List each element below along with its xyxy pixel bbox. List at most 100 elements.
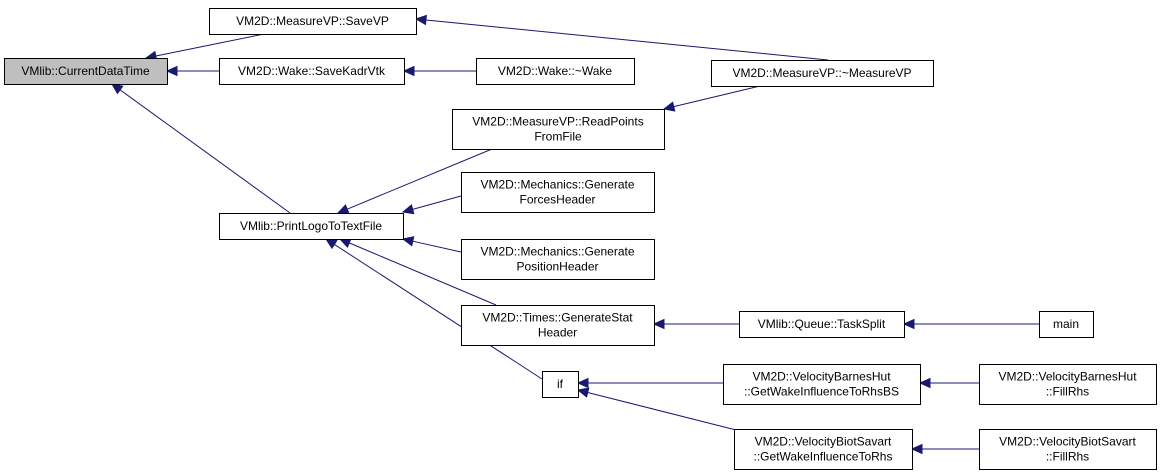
arrowhead-icon [918,377,931,389]
node-savekadr[interactable]: VM2D::Wake::SaveKadrVtk [219,58,405,85]
arrowhead-icon [111,83,124,95]
arrowhead-icon [910,443,923,455]
node-label: VM2D::VelocityBarnesHut [752,370,891,384]
node-bsfill[interactable]: VM2D::VelocityBiotSavart::FillRhs [979,429,1157,470]
node-label: VMlib::Queue::TaskSplit [758,317,886,331]
arrowhead-icon [576,377,589,389]
node-main[interactable]: main [1039,311,1094,338]
arrowhead-icon [324,238,338,250]
arrowhead-icon [401,204,415,215]
node-bswake[interactable]: VM2D::VelocityBiotSavart::GetWakeInfluen… [734,429,913,470]
edge-bhfill-to-bhwake [918,377,979,389]
edge-tasksplit-to-genstat [652,318,739,330]
node-label: VM2D::Mechanics::Generate [480,178,634,192]
arrowhead-icon [902,318,915,330]
node-label: VMlib::PrintLogoToTextFile [240,219,382,233]
node-box[interactable] [461,305,655,346]
node-label: ::FillRhs [1046,450,1089,464]
node-label: ::GetWakeInfluenceToRhs [754,450,893,464]
edge-mvpdtor-to-readpts [662,85,761,112]
node-label: VM2D::VelocityBiotSavart [999,435,1136,449]
edge-line [425,19,829,61]
node-box[interactable] [542,371,579,398]
node-box[interactable] [734,429,913,470]
arrowhead-icon [662,101,676,112]
edge-genforces-to-printlogo [401,195,462,215]
edge-line [155,33,265,57]
node-box[interactable] [219,213,404,240]
node-box[interactable] [979,429,1157,470]
node-box[interactable] [979,364,1157,405]
edge-bsfill-to-bswake [910,443,979,455]
node-box[interactable] [452,109,665,150]
node-box[interactable] [711,60,934,87]
node-box[interactable] [219,58,405,85]
edge-line [673,85,761,108]
edge-line [347,148,493,210]
node-box[interactable] [476,58,635,85]
node-label: VMlib::CurrentDataTime [21,64,150,78]
arrowhead-icon [576,387,590,398]
node-label: VM2D::VelocityBarnesHut [998,370,1137,384]
edge-line [587,391,741,432]
edge-bswake-to-if [576,387,741,432]
edge-line [334,244,543,380]
arrowhead-icon [401,236,415,247]
node-label: Header [538,326,577,340]
node-label: VM2D::Wake::~Wake [498,64,612,78]
node-box[interactable] [209,8,417,35]
node-label: ::GetWakeInfluenceToRhsBS [744,385,899,399]
edge-line [119,89,291,214]
node-tasksplit[interactable]: VMlib::Queue::TaskSplit [739,311,905,338]
edge-genpos-to-printlogo [401,236,462,253]
edge-line [349,242,497,306]
node-label: VM2D::Times::GenerateStat [482,311,633,325]
node-box[interactable] [461,172,655,213]
node-box[interactable] [4,58,168,85]
node-label: VM2D::MeasureVP::ReadPoints [472,115,643,129]
arrowhead-icon [165,65,178,77]
edge-savekadr-to-cdt [165,65,219,77]
node-cdt[interactable]: VMlib::CurrentDataTime [4,58,168,85]
node-bhwake[interactable]: VM2D::VelocityBarnesHut::GetWakeInfluenc… [723,364,921,405]
node-box[interactable] [723,364,921,405]
node-box[interactable] [739,311,905,338]
node-wakedtor[interactable]: VM2D::Wake::~Wake [476,58,635,85]
node-label: VM2D::MeasureVP::~MeasureVP [732,66,911,80]
node-label: PositionHeader [516,260,598,274]
edge-mvpdtor-to-savevp [414,14,829,61]
edge-line [412,240,462,253]
node-printlogo[interactable]: VMlib::PrintLogoToTextFile [219,213,404,240]
node-label: VM2D::VelocityBiotSavart [755,435,892,449]
arrowhead-icon [414,14,427,26]
node-mvpdtor[interactable]: VM2D::MeasureVP::~MeasureVP [711,60,934,87]
node-label: VM2D::MeasureVP::SaveVP [236,14,389,28]
node-box[interactable] [1039,311,1094,338]
node-savevp[interactable]: VM2D::MeasureVP::SaveVP [209,8,417,35]
edge-main-to-tasksplit [902,318,1039,330]
node-if[interactable]: if [542,371,579,398]
edge-bhwake-to-if [576,377,723,389]
node-bhfill[interactable]: VM2D::VelocityBarnesHut::FillRhs [979,364,1157,405]
arrowhead-icon [652,318,665,330]
nodes-layer: VMlib::CurrentDataTime VM2D::MeasureVP::S… [4,8,1157,470]
edge-printlogo-to-cdt [111,83,291,214]
edge-line [412,195,462,210]
edge-savevp-to-cdt [144,33,265,62]
edge-wakedtor-to-savekadr [402,65,476,77]
node-label: ForcesHeader [519,193,595,207]
edges-layer [111,14,1039,455]
arrowhead-icon [336,204,350,214]
node-label: if [557,377,564,391]
node-box[interactable] [461,239,655,280]
node-label: VM2D::Mechanics::Generate [480,245,634,259]
node-label: VM2D::Wake::SaveKadrVtk [238,64,386,78]
node-label: main [1053,317,1079,331]
node-label: FromFile [534,130,582,144]
arrowhead-icon [402,65,415,77]
